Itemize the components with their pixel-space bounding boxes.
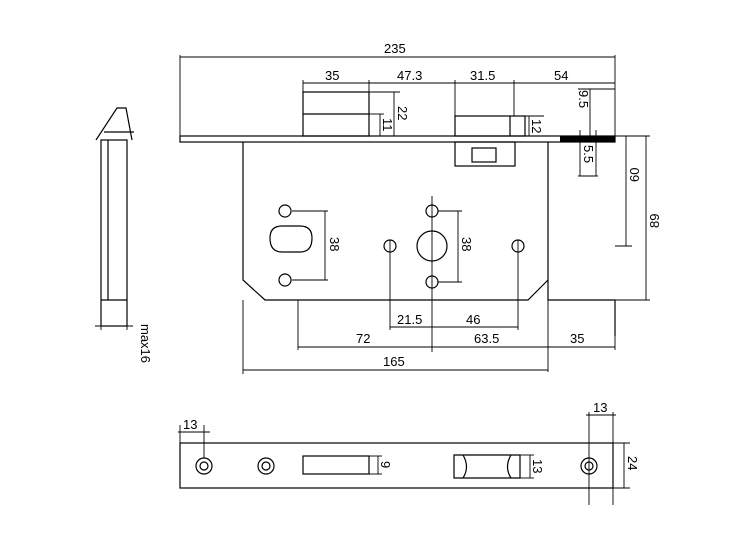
dim-latch-slot-label: 13 (530, 459, 545, 473)
dim-latch-height-label: 12 (529, 119, 544, 133)
strike-latch-slot (453, 454, 521, 479)
dim-bolt-length-label: 35 (325, 68, 339, 83)
dim-case-to-edge-label: 35 (570, 331, 584, 346)
dim-46-label: 46 (466, 312, 480, 327)
strike-plate-view: 13 13 9 13 24 (178, 400, 640, 505)
side-view: max16 (95, 107, 153, 363)
dim-latch-length-label: 31.5 (470, 68, 495, 83)
front-view (179, 91, 616, 352)
dim-bolt-height-label: 22 (395, 106, 410, 120)
keyhole-cylinder-left (269, 225, 313, 253)
strike-bolt-slot (302, 455, 370, 475)
side-view-lever (95, 107, 133, 141)
dim-overall-label: 235 (384, 41, 406, 56)
dim-strike-hole-right-label: 13 (593, 400, 607, 415)
strike-screw-hole-mid-outer (257, 457, 275, 475)
dim-keyhole-right-label: 38 (459, 237, 474, 251)
dim-case-width-label: 165 (383, 354, 405, 369)
front-dimensions: 235 35 47.3 31.5 54 22 11 12 9.5 5.5 (179, 41, 662, 374)
dim-strike-height-label: 24 (625, 456, 640, 470)
dim-backset-63-5-label: 63.5 (474, 331, 499, 346)
dim-faceplate-inner-label: 5.5 (581, 145, 596, 163)
latch-spindle (471, 147, 497, 163)
latch (454, 115, 526, 137)
dim-21-5-label: 21.5 (397, 312, 422, 327)
side-max-label: max16 (138, 324, 153, 363)
dim-case-height-label: 89 (647, 214, 662, 228)
dim-strike-hole-left-label: 13 (183, 417, 197, 432)
latch-follower (454, 141, 516, 167)
strike-screw-hole-mid-inner (261, 461, 271, 471)
dim-top-to-keyhole-label: 60 (627, 168, 642, 182)
dim-47-3-label: 47.3 (397, 68, 422, 83)
strike-screw-hole-left-outer (195, 457, 213, 475)
dim-latch-to-edge-label: 54 (554, 68, 568, 83)
screw-hole-bottom-left (278, 273, 292, 287)
lock-case (242, 142, 549, 301)
dim-keyhole-left-label: 38 (327, 237, 342, 251)
dim-backset-72-label: 72 (356, 331, 370, 346)
strike-plate (179, 442, 614, 489)
faceplate (179, 135, 616, 143)
dim-bolt-lower-label: 11 (380, 118, 395, 132)
strike-screw-hole-left-inner (199, 461, 209, 471)
case-side-link (547, 280, 615, 301)
faceplate-edge-section (560, 136, 615, 142)
dim-faceplate-thickness-label: 9.5 (576, 90, 591, 108)
dim-bolt-slot-label: 9 (378, 461, 393, 468)
side-view-body (100, 139, 128, 327)
screw-hole-top-left (278, 204, 292, 218)
